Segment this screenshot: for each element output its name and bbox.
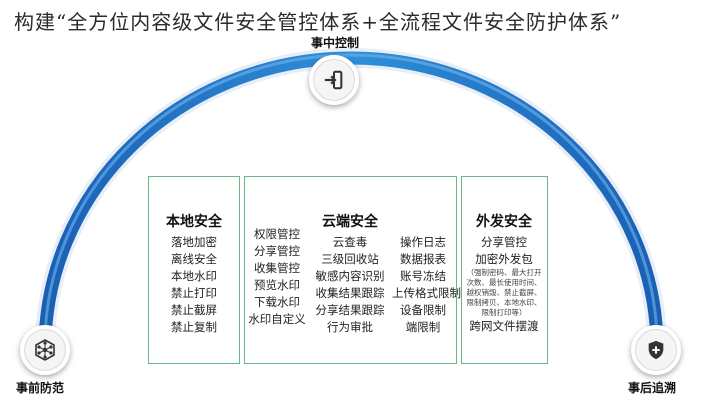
list-item: 跨网文件摆渡: [469, 319, 539, 333]
list-item: 水印自定义: [248, 312, 306, 326]
list-item: 收集管控: [254, 261, 300, 275]
start-node: [20, 325, 70, 375]
list-item: 下载水印: [254, 295, 300, 309]
encrypted-package-note: （强制密码、最大打开次数、最长使用时间、越权销毁、禁止截屏、限制拷贝、本地水印、…: [466, 268, 542, 317]
list-item: 分享结果跟踪: [315, 303, 385, 317]
cloud-security-right-column: 操作日志 数据报表 账号冻结 上传格式限制 设备限制 端限制: [392, 234, 461, 336]
list-item: 权限管控: [254, 227, 300, 241]
list-item: 离线安全: [171, 252, 217, 266]
list-item: 禁止复制: [171, 320, 217, 334]
middle-node-label: 事中控制: [311, 36, 360, 50]
list-item: 端限制: [405, 320, 441, 334]
start-node-label: 事前防范: [16, 381, 65, 395]
list-item: 行为审批: [327, 320, 373, 334]
list-item: 敏感内容识别: [315, 269, 385, 283]
list-item: 禁止打印: [171, 286, 217, 300]
cloud-security-heading: 云端安全: [322, 214, 378, 230]
end-node: [631, 325, 681, 375]
external-security-heading: 外发安全: [476, 214, 532, 230]
sign-in-icon: [324, 70, 343, 90]
list-item: 上传格式限制: [392, 286, 461, 300]
cloud-security-left-column: 权限管控 分享管控 收集管控 预览水印 下载水印 水印自定义: [246, 226, 308, 328]
external-security-column: 外发安全 分享管控 加密外发包 （强制密码、最大打开次数、最长使用时间、越权销毁…: [463, 212, 545, 335]
list-item: 操作日志: [400, 235, 446, 249]
list-item: 设备限制: [400, 303, 446, 317]
local-security-heading: 本地安全: [166, 214, 222, 230]
list-item: 分享管控: [254, 244, 300, 258]
list-item: 数据报表: [400, 252, 446, 266]
middle-node: [309, 55, 359, 105]
external-security-box: [461, 176, 548, 364]
list-item: 账号冻结: [400, 269, 446, 283]
end-node-label: 事后追溯: [628, 381, 677, 395]
shield-plus-icon: [648, 340, 664, 360]
cloud-security-heading-wrap: 云端安全: [300, 212, 400, 234]
list-item: 落地加密: [171, 235, 217, 249]
network-icon: [35, 339, 55, 361]
list-item: 三级回收站: [321, 252, 379, 266]
list-item: 加密外发包: [475, 252, 533, 266]
list-item: 预览水印: [254, 278, 300, 292]
list-item: 云查毒: [332, 235, 368, 249]
list-item: 本地水印: [171, 269, 217, 283]
local-security-box: [148, 176, 240, 364]
list-item: 收集结果跟踪: [315, 286, 385, 300]
cloud-security-box: [244, 176, 457, 364]
cloud-security-center-column: 云查毒 三级回收站 敏感内容识别 收集结果跟踪 分享结果跟踪 行为审批: [310, 234, 390, 336]
page-title: 构建“全方位内容级文件安全管控体系+全流程文件安全防护体系”: [14, 10, 622, 34]
local-security-column: 本地安全 落地加密 离线安全 本地水印 禁止打印 禁止截屏 禁止复制: [148, 212, 240, 336]
list-item: 分享管控: [481, 235, 527, 249]
list-item: 禁止截屏: [171, 303, 217, 317]
